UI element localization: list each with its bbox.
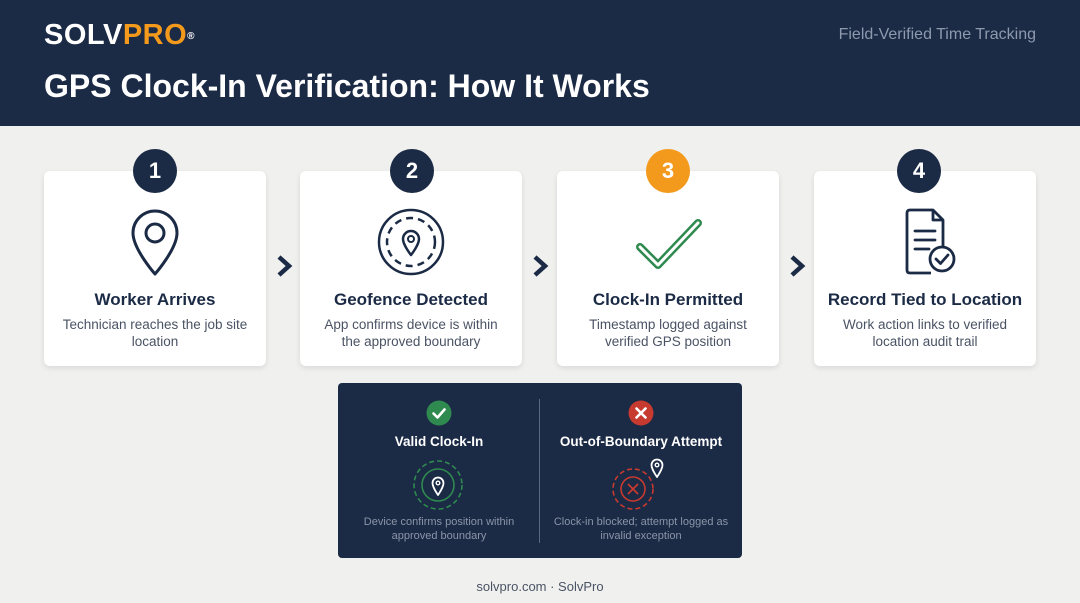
step-2-badge: 2 (390, 149, 434, 193)
comparison-panel: Valid Clock-In Device confirms position … (338, 383, 742, 558)
checkmark-icon (636, 219, 702, 269)
valid-clock-in-title: Valid Clock-In (394, 434, 484, 449)
header-banner: SOLVPRO® Field-Verified Time Tracking GP… (0, 0, 1080, 126)
chevron-right-icon (533, 255, 549, 277)
out-of-boundary-title: Out-of-Boundary Attempt (559, 434, 723, 449)
step-1-badge: 1 (133, 149, 177, 193)
geofence-icon (377, 208, 445, 276)
page-title: GPS Clock-In Verification: How It Works (44, 68, 650, 104)
chevron-right-icon (277, 255, 293, 277)
header-tagline: Field-Verified Time Tracking (838, 26, 1036, 43)
step-title: Geofence Detected (334, 290, 488, 309)
out-of-boundary-column: Out-of-Boundary Attempt Clock-in blocked… (540, 383, 742, 558)
step-card-worker-arrives: Worker Arrives Technician reaches the jo… (44, 171, 266, 366)
geofence-outside-icon (612, 458, 664, 510)
valid-clock-in-description: Device confirms position within approved… (363, 516, 515, 542)
panel-divider (539, 399, 540, 543)
step-card-clock-in-permitted: Clock-In Permitted Timestamp logged agai… (557, 171, 779, 366)
error-x-icon (628, 400, 654, 426)
step-description: App confirms device is within the approv… (324, 317, 498, 349)
step-description: Work action links to verified location a… (842, 317, 1008, 349)
footer-text: solvpro.com · SolvPro (476, 579, 604, 594)
chevron-right-icon (790, 255, 806, 277)
map-pin-icon (131, 209, 179, 276)
geofence-inside-icon (413, 460, 463, 510)
step-title: Worker Arrives (94, 290, 216, 309)
valid-clock-in-column: Valid Clock-In Device confirms position … (338, 383, 540, 558)
step-description: Technician reaches the job site location (62, 317, 248, 349)
solvpro-logo: SOLVPRO® (44, 19, 196, 51)
step-title: Clock-In Permitted (592, 290, 744, 309)
success-check-icon (426, 400, 452, 426)
step-3-badge: 3 (646, 149, 690, 193)
step-card-record-tied: Record Tied to Location Work action link… (814, 171, 1036, 366)
step-card-geofence-detected: Geofence Detected App confirms device is… (300, 171, 522, 366)
out-of-boundary-description: Clock-in blocked; attempt logged as inva… (553, 516, 729, 542)
document-check-icon (905, 208, 956, 275)
step-description: Timestamp logged against verified GPS po… (589, 317, 747, 349)
step-title: Record Tied to Location (827, 290, 1023, 309)
step-4-badge: 4 (897, 149, 941, 193)
